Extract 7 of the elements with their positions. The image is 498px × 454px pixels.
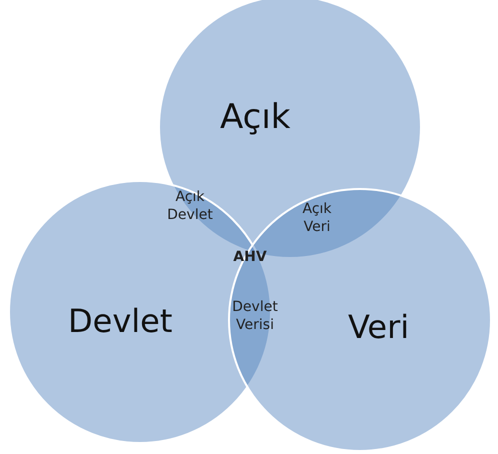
overlap-label: Devlet Verisi [231,298,279,334]
overlap-label: Açık Veri [301,200,333,236]
circle-label: Veri [348,308,410,346]
circle-label: Açık [220,97,290,137]
circle-label: Devlet [68,302,172,340]
overlap-label: Açık Devlet [166,188,214,224]
overlap-label: AHV [232,248,268,266]
